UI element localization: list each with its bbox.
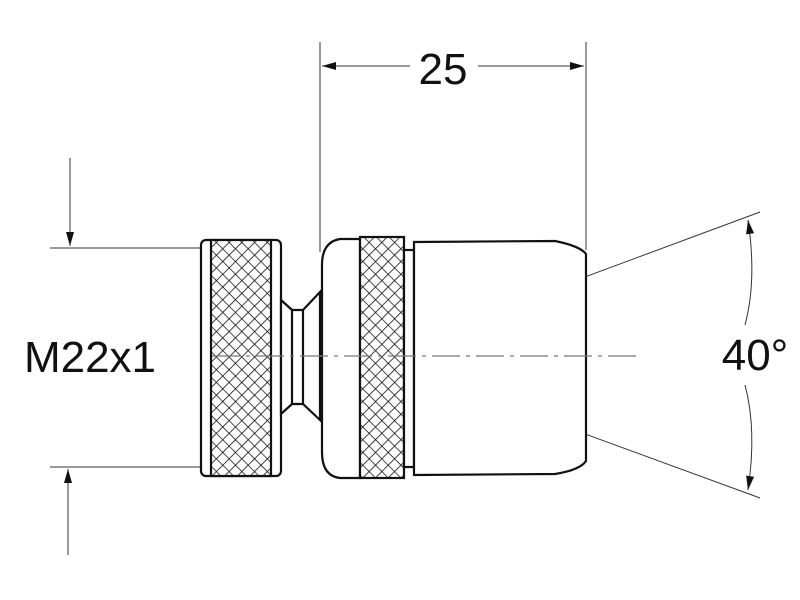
length-dimension-label: 25 xyxy=(419,45,468,94)
angle-dimension-label: 40° xyxy=(722,331,789,380)
aerator-body xyxy=(199,235,588,480)
thread-label: M22x1 xyxy=(24,333,156,382)
